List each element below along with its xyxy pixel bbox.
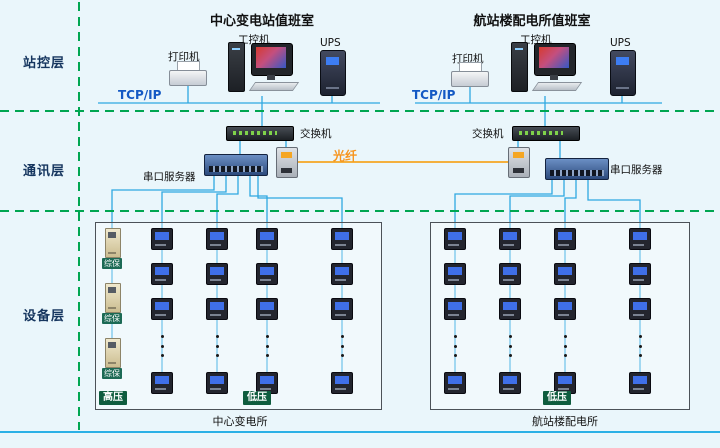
ellipsis-dots [638, 333, 642, 359]
right-lv-badge: 低压 [543, 391, 571, 405]
left-ups-icon [320, 50, 346, 96]
keyboard-icon [248, 82, 300, 91]
right-ups-icon [610, 50, 636, 96]
right-workstation-icon [511, 40, 583, 98]
protection-relay-label: 综保 [102, 368, 122, 379]
power-meter-icon [206, 263, 228, 285]
power-meter-icon [629, 263, 651, 285]
keyboard-icon [531, 82, 583, 91]
power-meter-icon [444, 372, 466, 394]
layer-label-device: 设备层 [22, 309, 65, 324]
ellipsis-dots [453, 333, 457, 359]
power-meter-icon [331, 228, 353, 250]
right-serial-server-icon [545, 158, 609, 180]
right-tcpip-label: TCP/IP [412, 88, 456, 102]
layer-label-station-control: 站控层 [22, 56, 65, 71]
left-printer-icon [169, 61, 207, 86]
ellipsis-dots [160, 333, 164, 359]
power-meter-icon [331, 372, 353, 394]
power-meter-icon [554, 298, 576, 320]
power-meter-icon [499, 298, 521, 320]
pc-tower-icon [228, 42, 245, 92]
pc-tower-icon [511, 42, 528, 92]
bottom-border-line [0, 431, 720, 433]
meter-column [331, 228, 353, 394]
power-meter-icon [499, 263, 521, 285]
protection-relay-icon [105, 283, 121, 313]
label-column-divider [78, 2, 80, 430]
right-printer-icon [451, 62, 489, 87]
meter-column [499, 228, 521, 394]
power-meter-icon [554, 263, 576, 285]
ellipsis-dots [265, 333, 269, 359]
left-lv-badge: 低压 [243, 391, 271, 405]
meter-column [256, 228, 278, 394]
left-serial-server-icon [204, 154, 268, 176]
power-meter-icon [499, 228, 521, 250]
right-serial-server-label: 串口服务器 [610, 164, 663, 176]
protection-relay-icon [105, 338, 121, 368]
ellipsis-dots [563, 333, 567, 359]
power-meter-icon [151, 228, 173, 250]
right-ethernet-switch-icon [512, 126, 580, 141]
power-meter-icon [444, 228, 466, 250]
power-meter-icon [206, 228, 228, 250]
left-serial-server-label: 串口服务器 [143, 171, 196, 183]
power-meter-icon [206, 372, 228, 394]
layer-label-communication: 通讯层 [22, 164, 65, 179]
fiber-label: 光纤 [333, 149, 358, 163]
left-workstation-icon [228, 40, 300, 98]
left-station-name: 中心变电所 [212, 415, 268, 428]
power-meter-icon [256, 298, 278, 320]
ellipsis-dots [508, 333, 512, 359]
power-meter-icon [206, 298, 228, 320]
power-meter-icon [444, 263, 466, 285]
layer-divider-bottom [0, 210, 720, 212]
left-ethernet-switch-icon [226, 126, 294, 141]
protection-relay-label: 综保 [102, 258, 122, 269]
power-meter-icon [151, 263, 173, 285]
meter-column [629, 228, 651, 394]
left-switch-label: 交换机 [300, 128, 332, 140]
meter-column [554, 228, 576, 394]
power-meter-icon [256, 228, 278, 250]
layer-divider-top [0, 110, 720, 112]
ellipsis-dots [215, 333, 219, 359]
power-meter-icon [256, 263, 278, 285]
right-fiber-converter-icon [508, 147, 530, 178]
power-meter-icon [331, 298, 353, 320]
power-meter-icon [629, 228, 651, 250]
left-printer-label: 打印机 [168, 51, 200, 63]
right-station-name: 航站楼配电所 [532, 415, 598, 428]
protection-relay-label: 综保 [102, 313, 122, 324]
power-meter-icon [444, 298, 466, 320]
left-hv-badge: 高压 [99, 391, 127, 405]
power-meter-icon [629, 298, 651, 320]
right-ups-label: UPS [610, 37, 631, 49]
pc-monitor-icon [251, 43, 293, 76]
power-meter-icon [629, 372, 651, 394]
meter-column [206, 228, 228, 394]
right-room-title: 航站楼配电所值班室 [473, 14, 591, 29]
pc-monitor-icon [534, 43, 576, 76]
power-meter-icon [151, 372, 173, 394]
left-room-title: 中心变电站值班室 [209, 14, 314, 29]
left-ups-label: UPS [320, 37, 341, 49]
left-tcpip-label: TCP/IP [118, 88, 162, 102]
ellipsis-dots [340, 333, 344, 359]
power-meter-icon [554, 228, 576, 250]
right-switch-label: 交换机 [472, 128, 504, 140]
meter-column [444, 228, 466, 394]
power-meter-icon [499, 372, 521, 394]
power-meter-icon [151, 298, 173, 320]
power-meter-icon [331, 263, 353, 285]
protection-relay-icon [105, 228, 121, 258]
meter-column [151, 228, 173, 394]
left-fiber-converter-icon [276, 147, 298, 178]
